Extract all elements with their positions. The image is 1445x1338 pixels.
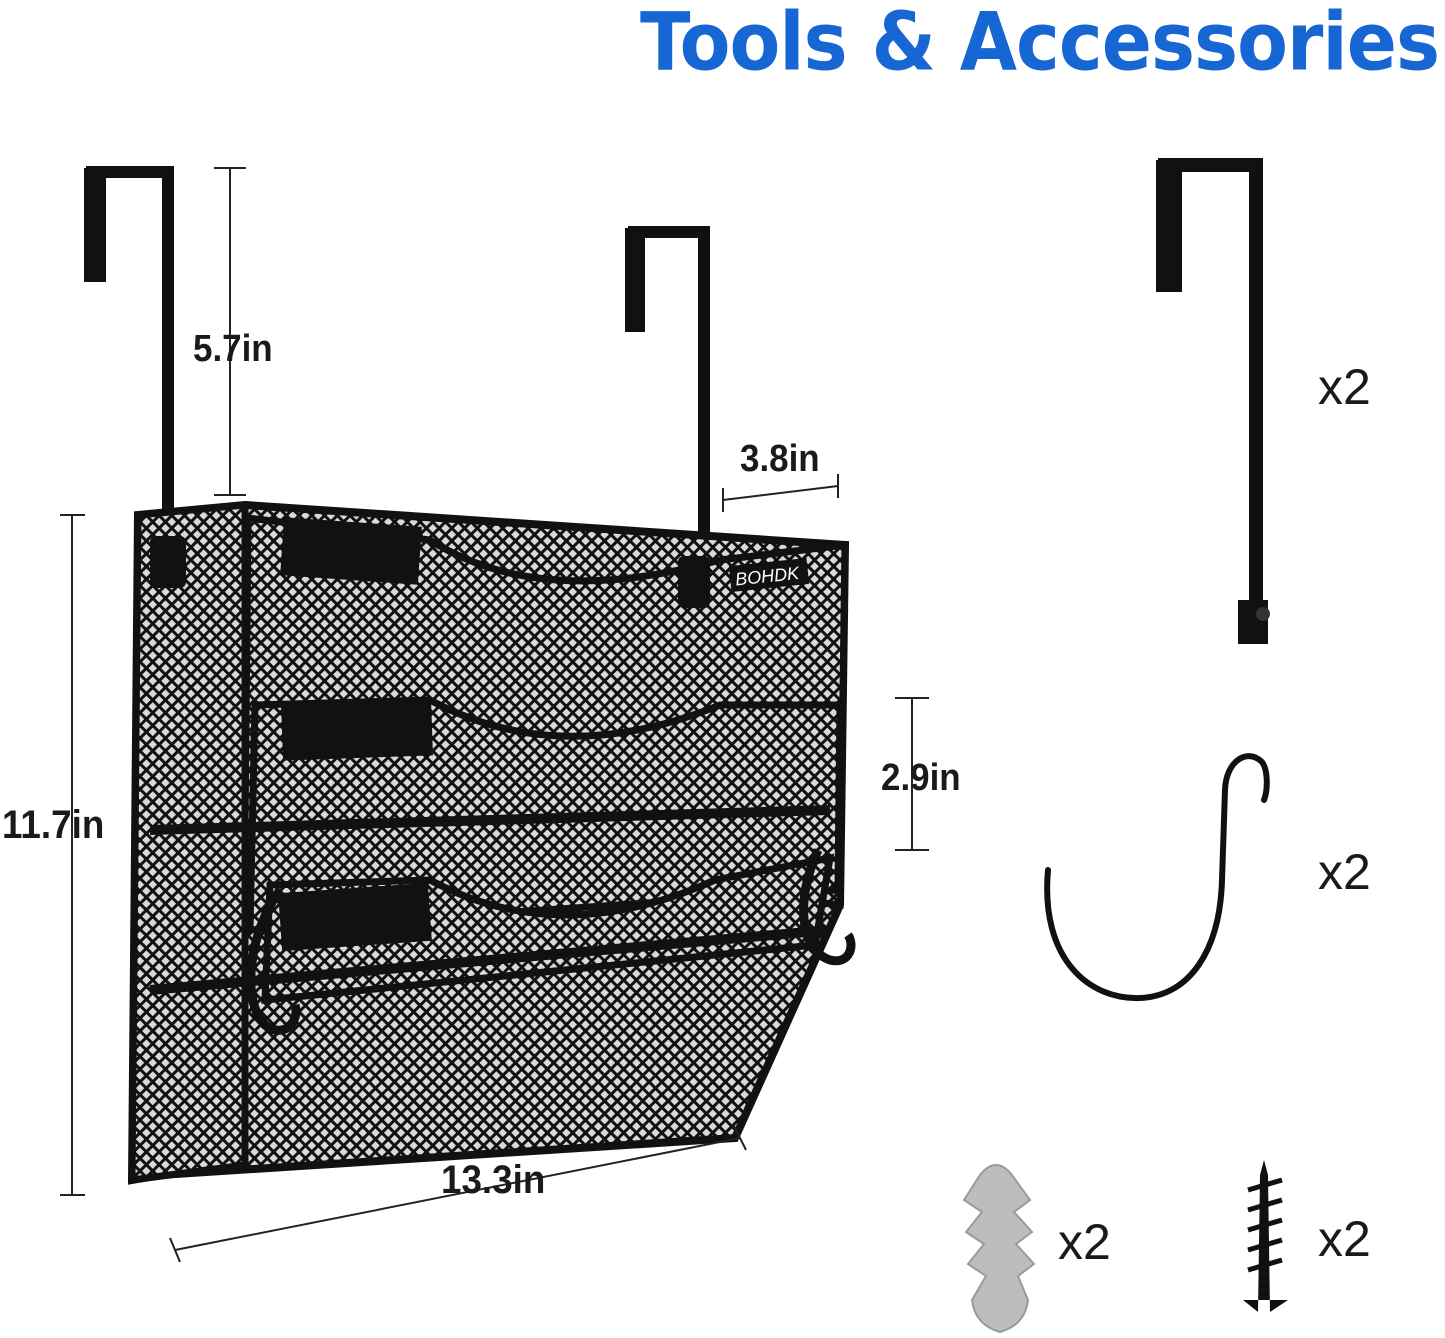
s-hook-quantity: x2: [1318, 844, 1371, 900]
organizer-side-hook-left: [246, 887, 301, 1035]
dimension-lines: [60, 167, 929, 1263]
organizer-side-frame: [128, 501, 249, 1185]
s-hook-icon: [1044, 753, 1270, 1002]
pocket-bottom-label-plate: [278, 882, 432, 952]
over-door-hanger-icon: [1156, 158, 1270, 644]
page-title: Tools & Accessories: [639, 0, 1440, 89]
dimension-hook-height: 5.7in: [193, 328, 273, 370]
mesh-file-organizer: BOHDK: [84, 166, 856, 1185]
organizer-side-hook-right: [799, 848, 856, 966]
brand-label: BOHDK: [728, 557, 810, 593]
hanger-quantity: x2: [1318, 359, 1371, 415]
anchor-quantity: x2: [1058, 1214, 1111, 1270]
mount-bracket-right: [678, 556, 710, 608]
dimension-pocket-spacing: 2.9in: [881, 757, 961, 799]
pocket-middle-label-plate: [281, 697, 433, 761]
screw-icon: [1243, 1160, 1288, 1312]
dimension-height: 11.7in: [2, 803, 105, 847]
organizer-hook-left-clip: [84, 168, 106, 282]
wall-anchor-icon: [962, 1164, 1036, 1334]
screw-quantity: x2: [1318, 1211, 1371, 1267]
dimension-depth: 3.8in: [740, 438, 820, 480]
mount-bracket-left: [150, 536, 186, 588]
dimension-width: 13.3in: [441, 1158, 546, 1202]
pocket-top-label-plate: [280, 517, 422, 585]
organizer-hook-right-clip: [625, 228, 645, 332]
